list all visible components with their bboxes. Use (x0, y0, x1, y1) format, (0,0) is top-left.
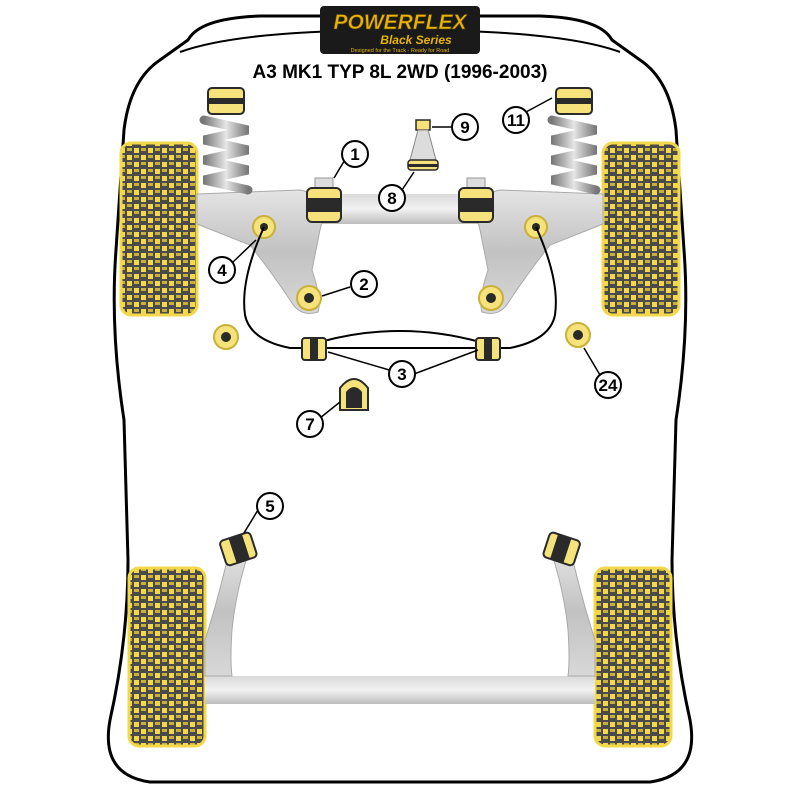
rear-left-tyre (127, 566, 207, 748)
callout-5: 5 (256, 492, 284, 520)
callout-24: 24 (594, 371, 622, 399)
anti-roll-bar (243, 226, 557, 349)
front-right-subframe-bush (458, 177, 494, 223)
front-left-spring (199, 87, 253, 195)
svg-text:Designed for the Track - Ready: Designed for the Track - Ready for Road (351, 48, 450, 54)
svg-text:3: 3 (397, 365, 406, 384)
svg-text:24: 24 (599, 376, 618, 395)
callout-11: 11 (502, 106, 530, 134)
callout-9: 9 (451, 113, 479, 141)
callout-3: 3 (388, 360, 416, 388)
front-right-spring (547, 87, 601, 195)
rear-right-tyre (593, 566, 673, 748)
svg-text:4: 4 (217, 261, 227, 280)
powerflex-logo: POWERFLEX Black Series Designed for the … (320, 6, 480, 54)
rear-left-trailing-arm (204, 547, 251, 677)
callout-7: 7 (296, 410, 324, 438)
svg-text:7: 7 (305, 415, 314, 434)
anti-roll-bar-bush-left (301, 337, 327, 361)
anti-roll-bar-link (319, 330, 481, 343)
svg-text:9: 9 (460, 118, 469, 137)
leader-lines (232, 97, 601, 534)
rear-axle-beam (205, 676, 595, 704)
front-left-subframe-bush (306, 177, 342, 223)
svg-text:Black Series: Black Series (380, 33, 452, 47)
callout-4: 4 (208, 256, 236, 284)
rear-right-trailing-arm-bush (542, 531, 581, 567)
gearbox-mount (339, 378, 369, 411)
svg-text:POWERFLEX: POWERFLEX (333, 11, 468, 34)
callout-1: 1 (341, 140, 369, 168)
anti-roll-bar-bush-right (475, 337, 501, 361)
rear-right-trailing-arm (549, 547, 596, 677)
svg-text:11: 11 (507, 111, 525, 130)
front-right-tyre (601, 141, 681, 317)
front-left-tyre (119, 141, 199, 317)
diagram-title: A3 MK1 TYP 8L 2WD (1996-2003) (253, 62, 548, 83)
callout-2: 2 (350, 270, 378, 298)
svg-text:8: 8 (387, 189, 396, 208)
engine-mount (407, 119, 439, 171)
svg-text:5: 5 (265, 497, 274, 516)
callout-8: 8 (378, 184, 406, 212)
svg-text:2: 2 (359, 275, 368, 294)
rear-left-trailing-arm-bush (219, 531, 258, 567)
svg-text:1: 1 (350, 145, 359, 164)
